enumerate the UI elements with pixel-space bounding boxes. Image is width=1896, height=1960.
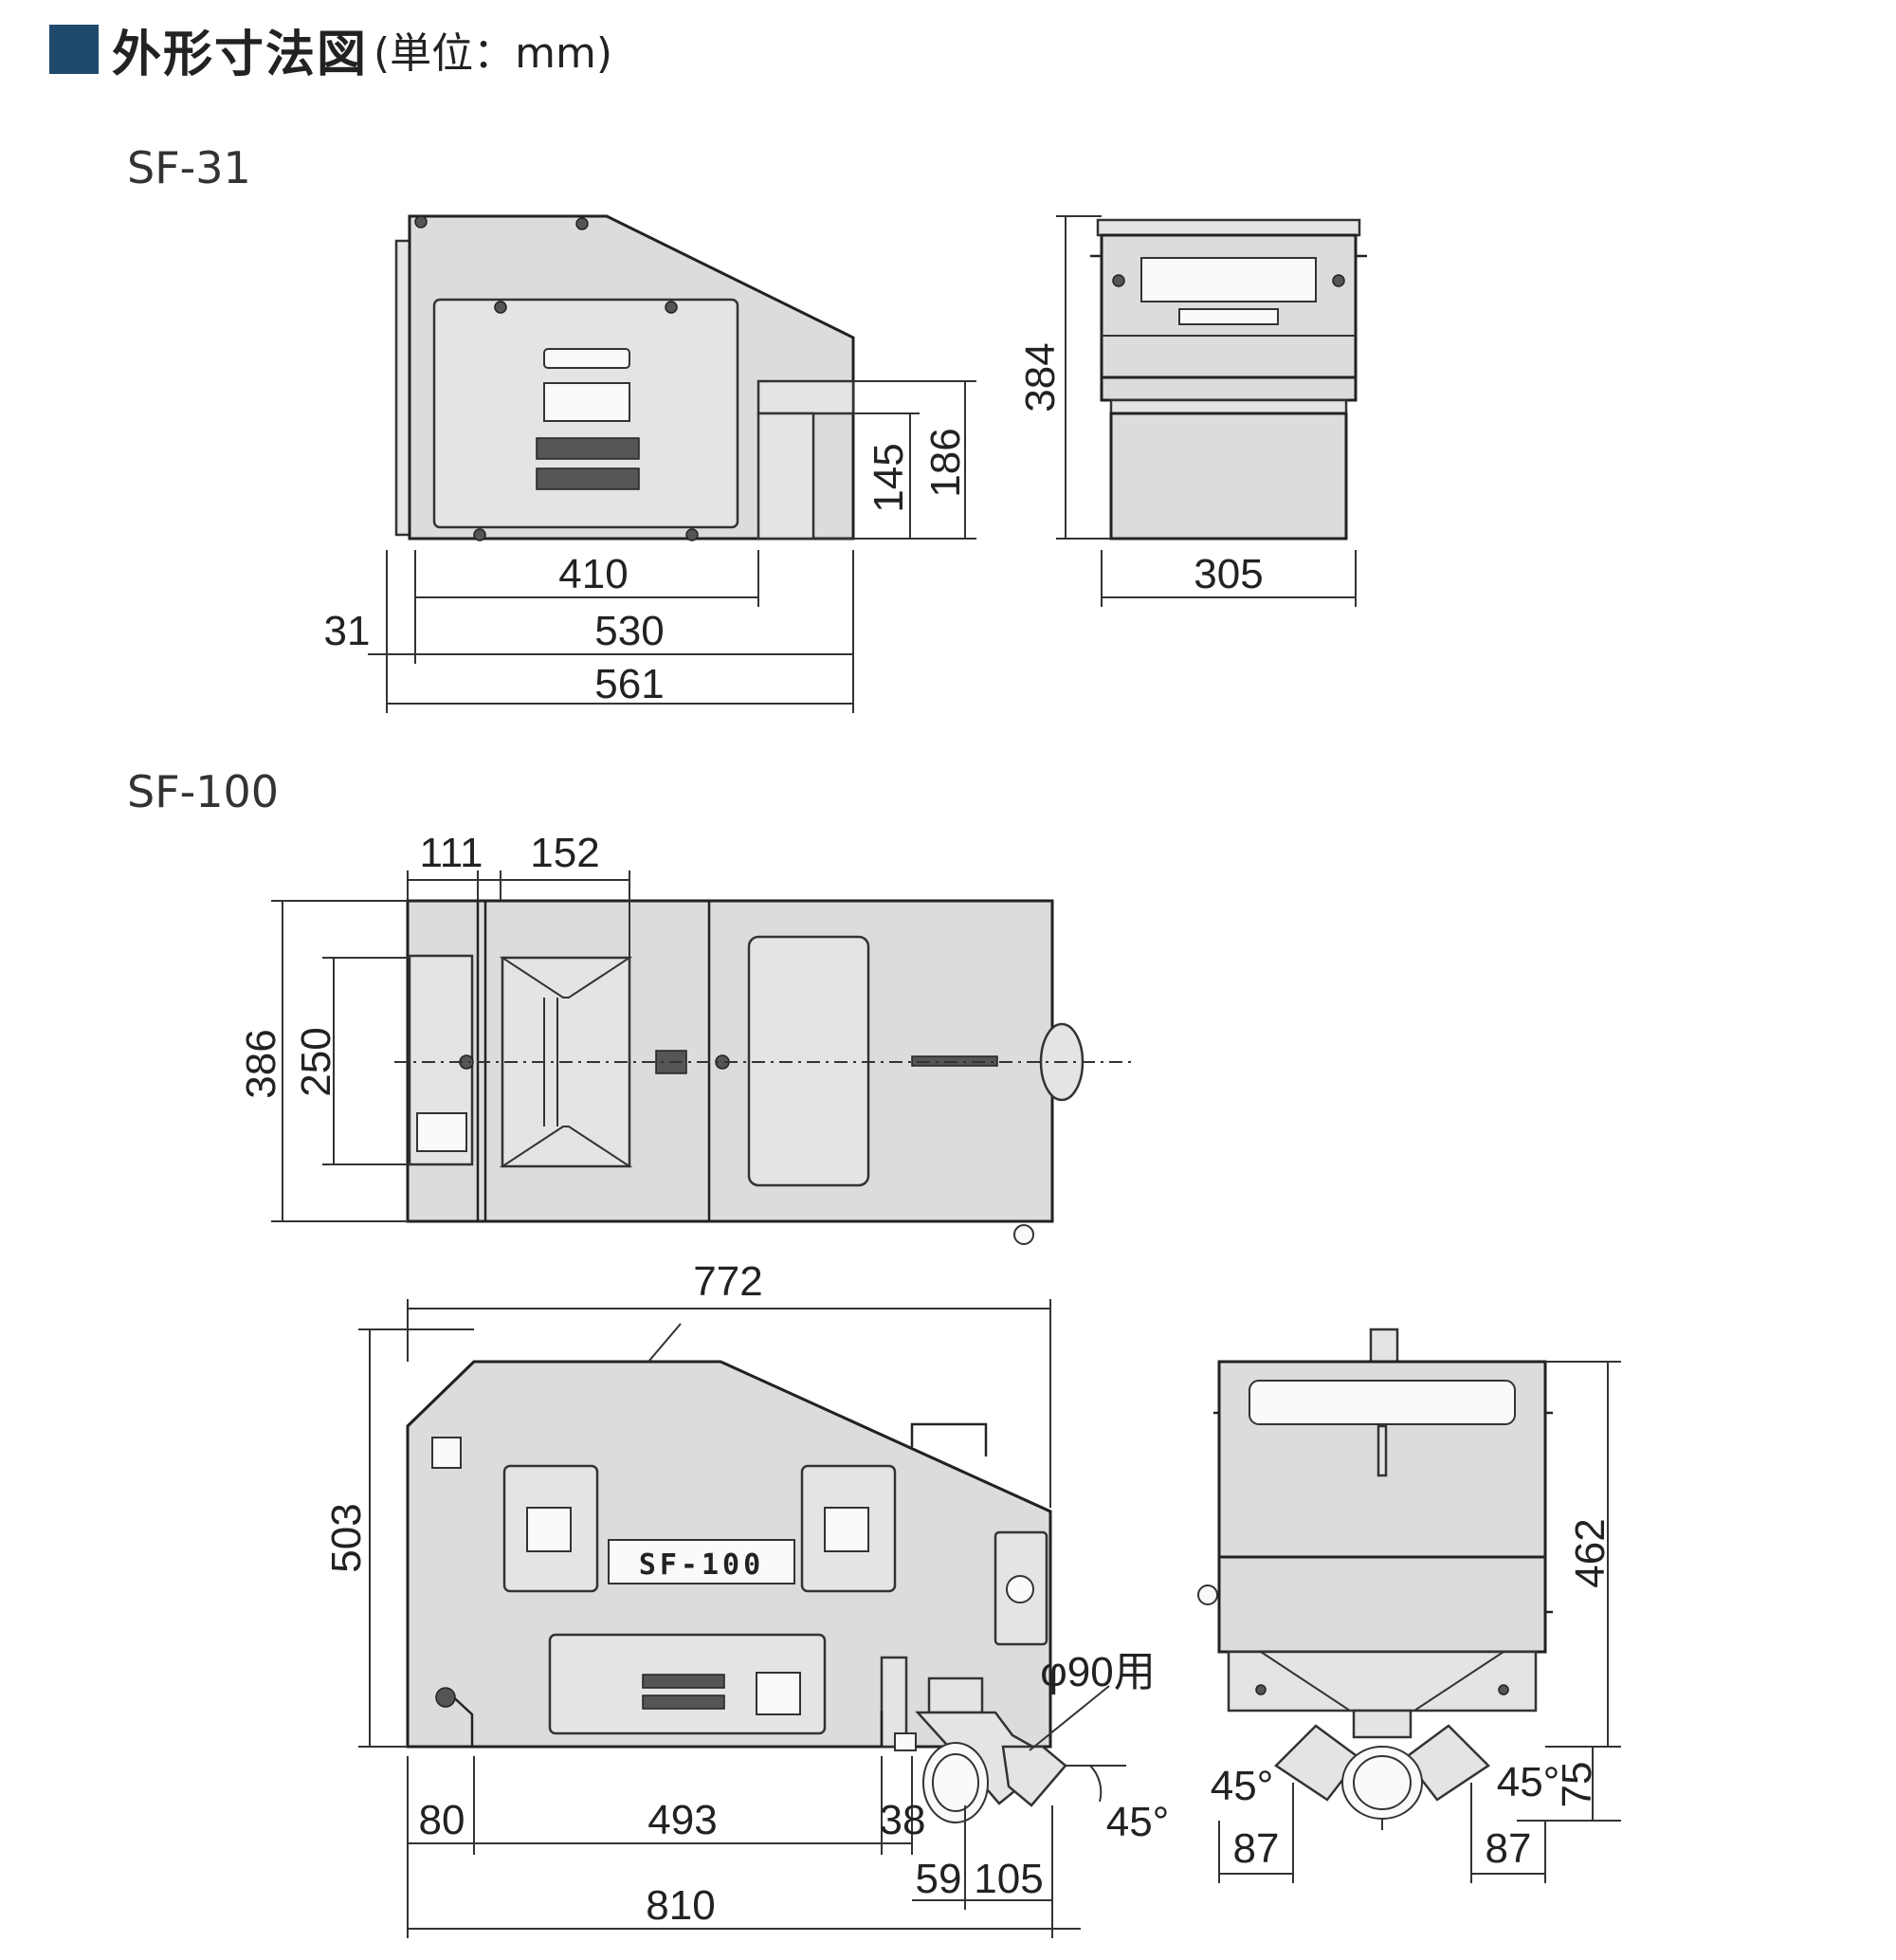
section-header: 外形寸法図 (単位：mm) [49, 19, 613, 83]
angle-45-left: 45° [1211, 1763, 1274, 1809]
nameplate-sf100: SF-100 [639, 1548, 764, 1582]
dim-305: 305 [1194, 551, 1263, 597]
dim-384: 384 [1017, 342, 1064, 412]
dim-87-left: 87 [1233, 1825, 1280, 1872]
dim-250: 250 [293, 1027, 339, 1096]
sf100-front-view [1197, 1328, 1553, 1820]
dim-462: 462 [1567, 1518, 1613, 1587]
pipe-diameter-label: φ90用 [1040, 1649, 1155, 1695]
dim-31: 31 [324, 608, 371, 654]
dim-561: 561 [594, 661, 664, 707]
dim-38: 38 [880, 1797, 926, 1843]
dim-87-right: 87 [1486, 1825, 1532, 1872]
dim-503: 503 [323, 1503, 370, 1572]
sf31-front-dimensions: 384 305 [1017, 215, 1357, 607]
sf100-top-dimensions: 111 152 386 250 [238, 830, 630, 1222]
dim-810: 810 [646, 1882, 715, 1929]
dim-493: 493 [647, 1797, 717, 1843]
model-label-sf31: SF-31 [127, 142, 251, 193]
dim-59: 59 [916, 1856, 962, 1902]
angle-45-right: 45° [1497, 1759, 1560, 1805]
model-label-sf100: SF-100 [127, 766, 280, 817]
dim-105: 105 [974, 1856, 1043, 1902]
sf100-side-view: SF-100 [406, 1360, 1067, 1823]
dim-530: 530 [594, 608, 664, 654]
dim-145: 145 [866, 443, 912, 512]
sf31-front-view [1090, 218, 1367, 540]
sf31-dimensions: 410 530 561 31 145 186 [324, 380, 976, 713]
unit-note: (単位：mm) [374, 29, 613, 78]
dim-80: 80 [419, 1797, 465, 1843]
section-title: 外形寸法図 [112, 26, 369, 83]
dim-152: 152 [530, 830, 599, 876]
dim-386: 386 [238, 1029, 284, 1098]
dim-75: 75 [1554, 1762, 1600, 1808]
sf100-top-view [394, 899, 1134, 1245]
angle-45-side: 45° [1106, 1799, 1170, 1845]
sf100-side-dimensions: 772 503 80 493 38 59 105 810 φ90用 45° [323, 1258, 1169, 1938]
dim-186: 186 [922, 428, 969, 497]
dim-111: 111 [420, 830, 483, 876]
dim-772: 772 [693, 1258, 762, 1305]
sf100-front-dimensions: 462 75 45° 45° 87 87 [1211, 1361, 1621, 1883]
sf31-side-view [394, 214, 855, 541]
dim-410: 410 [558, 551, 628, 597]
header-square-icon [49, 25, 99, 74]
vent-grille-icon [536, 437, 640, 490]
